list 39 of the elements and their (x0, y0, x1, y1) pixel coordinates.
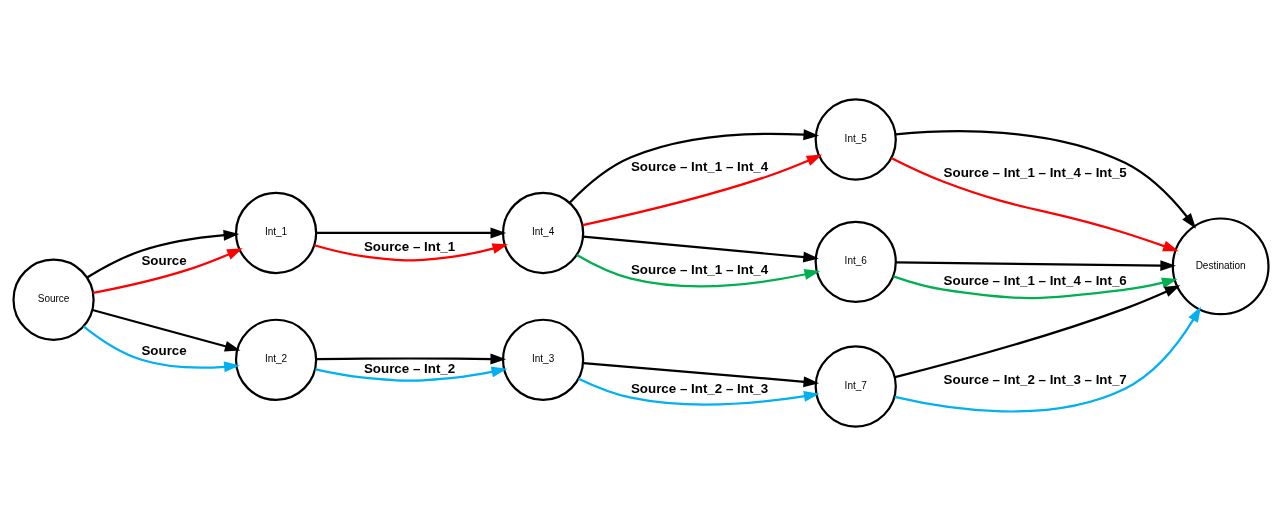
arrow (569, 129, 820, 204)
arrow (576, 254, 821, 288)
node-circle: Int_2 (234, 318, 318, 401)
node-circle: Int_4 (501, 191, 585, 275)
arrow (316, 353, 507, 365)
edge-label: Source – Int_1 – Int_4 – Int_5 (943, 164, 1127, 180)
edge-label: Source – Int_1 (363, 239, 456, 255)
node-circle: Int_1 (234, 191, 318, 275)
edge-label: Source (141, 342, 187, 358)
arrow (890, 157, 1179, 252)
arrow (894, 285, 1181, 379)
edge-label: Source – Int_1 – Int_4 – Int_6 (943, 272, 1127, 288)
arrow (895, 130, 1197, 229)
arrow (583, 361, 820, 388)
arrow (893, 275, 1178, 300)
edge-label: Source – Int_2 (363, 360, 456, 376)
edge-label: Source – Int_1 – Int_4 (630, 159, 769, 175)
edge-label: Source (141, 252, 187, 268)
arrow (582, 154, 823, 227)
node-circle: Int_7 (814, 345, 897, 428)
node-circle: Int_5 (814, 98, 897, 181)
arrow (314, 243, 509, 262)
arrow (82, 325, 240, 373)
arrow (578, 377, 820, 406)
node-circle: Int_3 (501, 318, 585, 401)
arrow (316, 227, 507, 239)
node-circle: Int_6 (814, 220, 897, 304)
arrow (896, 260, 1176, 272)
arrow (86, 229, 240, 279)
node-circle: Destination (1171, 217, 1270, 316)
node-circle: Source (12, 258, 95, 341)
arrow (92, 248, 243, 295)
edge-label: Source – Int_1 – Int_4 (630, 261, 769, 277)
arrow (92, 308, 241, 352)
arrow (894, 306, 1202, 413)
edge-label: Source – Int_2 – Int_3 (630, 380, 769, 396)
arrow (583, 235, 819, 263)
edge-label: Source – Int_2 – Int_3 – Int_7 (943, 371, 1127, 387)
arrow (315, 366, 508, 382)
